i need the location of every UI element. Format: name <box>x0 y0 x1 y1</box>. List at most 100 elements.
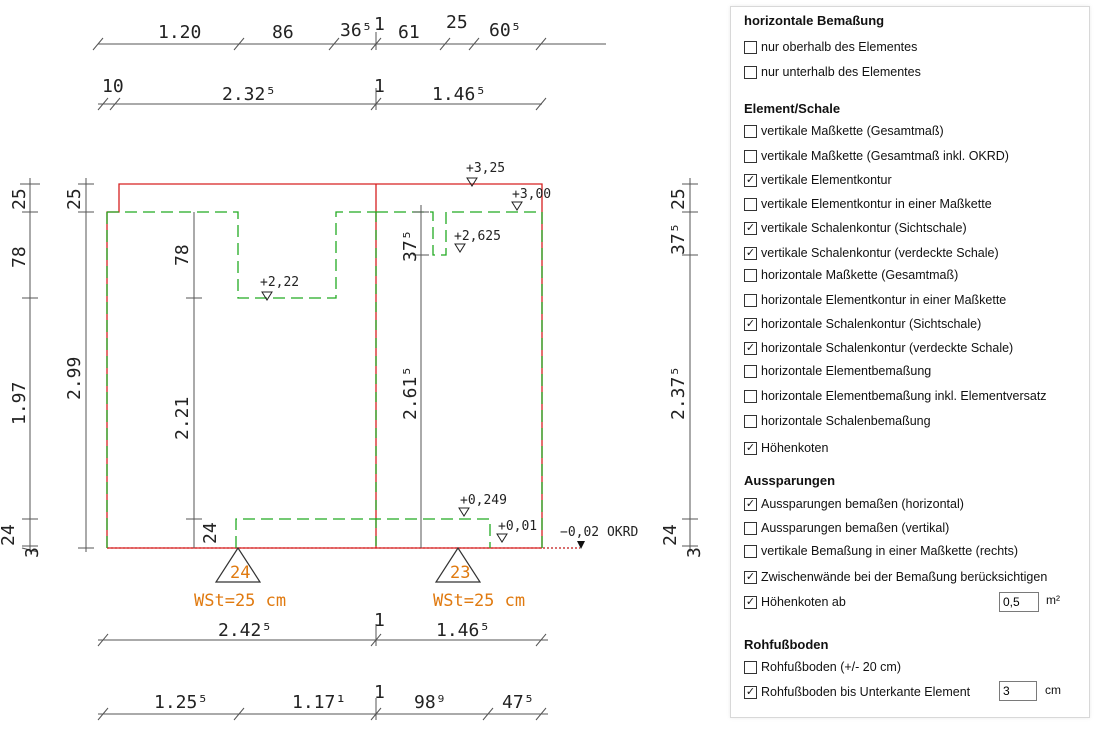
elev-222: +2,22 <box>260 275 299 290</box>
option-nur-unterhalb[interactable]: nur unterhalb des Elementes <box>744 63 921 81</box>
option-label: horizontale Schalenkontur (Sichtschale) <box>761 317 982 331</box>
checkbox-horiz-elementkontur-kette[interactable] <box>744 293 757 307</box>
left-dimension-chain: 25 78 1.97 24 3 <box>0 178 43 558</box>
bottom2-dim-1: 1.25⁵ <box>154 692 208 713</box>
top2-dim-1: 10 <box>102 76 124 97</box>
option-rohfussboden-20[interactable]: Rohfußboden (+/- 20 cm) <box>744 658 901 676</box>
option-vert-bemassung-rechts[interactable]: vertikale Bemaßung in einer Maßkette (re… <box>744 542 1018 560</box>
option-horiz-elementbemassung[interactable]: horizontale Elementbemaßung <box>744 362 931 380</box>
top2-dim-3: 1 <box>374 76 385 97</box>
option-label: vertikale Schalenkontur (Sichtschale) <box>761 221 967 235</box>
checkbox-zwischenwaende[interactable]: ✓ <box>744 570 757 584</box>
inner-left-dim-299: 2.99 <box>64 357 85 400</box>
checkbox-horiz-schalenkontur-sicht[interactable]: ✓ <box>744 317 757 331</box>
checkbox-horiz-elementbemassung[interactable] <box>744 364 757 378</box>
right-dim-375: 37⁵ <box>668 222 689 255</box>
support-left-label: WSt=25 cm <box>194 591 286 611</box>
elev-300: +3,00 <box>512 187 551 202</box>
option-aussparungen-vertikal[interactable]: Aussparungen bemaßen (vertikal) <box>744 519 949 537</box>
top2-dim-2: 2.32⁵ <box>222 84 276 105</box>
checkbox-nur-oberhalb[interactable] <box>744 40 757 54</box>
cad-drawing: 1.20 86 36⁵ 1 61 25 60⁵ 10 2.32⁵ 1 1.46⁵ <box>0 12 705 721</box>
section-title-element-schale: Element/Schale <box>744 101 841 116</box>
left-inner-chain: 25 2.99 <box>64 178 94 552</box>
top-dim-4: 1 <box>374 14 385 35</box>
left-dim-78: 78 <box>9 246 30 268</box>
checkbox-rohfussboden-20[interactable] <box>744 660 757 674</box>
option-aussparungen-horizontal[interactable]: ✓ Aussparungen bemaßen (horizontal) <box>744 495 964 513</box>
left-dim-24: 24 <box>0 524 19 546</box>
option-vert-elementkontur[interactable]: ✓ vertikale Elementkontur <box>744 171 892 189</box>
hoehenkoten-value-field[interactable]: 0,5 <box>999 592 1039 612</box>
section-title-horizontal: horizontale Bemaßung <box>744 13 885 28</box>
top-dimension-chain-2: 10 2.32⁵ 1 1.46⁵ <box>97 76 547 111</box>
checkbox-aussparungen-horizontal[interactable]: ✓ <box>744 497 757 511</box>
option-horiz-elementbemassung-versatz[interactable]: horizontale Elementbemaßung inkl. Elemen… <box>744 387 1047 405</box>
support-right-label: WSt=25 cm <box>433 591 525 611</box>
option-horiz-schalenkontur-sicht[interactable]: ✓ horizontale Schalenkontur (Sichtschale) <box>744 315 981 333</box>
option-label: nur unterhalb des Elementes <box>761 65 921 79</box>
checkbox-vert-schalenkontur-sicht[interactable]: ✓ <box>744 221 757 235</box>
checkbox-vert-schalenkontur-verdeckt[interactable]: ✓ <box>744 246 757 260</box>
checkbox-aussparungen-vertikal[interactable] <box>744 521 757 535</box>
option-zwischenwaende[interactable]: ✓ Zwischenwände bei der Bemaßung berücksi… <box>744 568 1047 586</box>
left-dim-25: 25 <box>9 188 30 210</box>
option-rohfussboden-unterkante[interactable]: ✓Rohfußboden bis Unterkante Element <box>744 683 970 701</box>
right-dim-3: 3 <box>684 547 705 558</box>
option-label: Höhenkoten <box>761 441 829 455</box>
top-dim-3: 36⁵ <box>340 20 373 41</box>
bottom-dimension-chain-2: 1.25⁵ 1.17¹ 1 98⁹ 47⁵ <box>97 682 548 721</box>
checkbox-horiz-schalenbemassung[interactable] <box>744 414 757 428</box>
option-vert-schalenkontur-sicht[interactable]: ✓ vertikale Schalenkontur (Sichtschale) <box>744 219 967 237</box>
option-label: horizontale Schalenbemaßung <box>761 414 931 428</box>
option-vert-masskette-okrd[interactable]: vertikale Maßkette (Gesamtmaß inkl. OKRD… <box>744 147 1009 165</box>
option-horiz-elementkontur-kette[interactable]: horizontale Elementkontur in einer Maßke… <box>744 291 1006 309</box>
option-label: Höhenkoten ab <box>761 595 846 609</box>
option-label: nur oberhalb des Elementes <box>761 40 918 54</box>
support-right-number: 23 <box>450 563 470 583</box>
elevation-labels: +3,25 +3,00 +2,625 +2,22 +0,249 +0,01 <box>260 161 551 534</box>
checkbox-hoehenkoten[interactable]: ✓ <box>744 441 757 455</box>
top-dim-2: 86 <box>272 22 294 43</box>
bottom2-dim-4: 98⁹ <box>414 692 447 713</box>
option-horiz-schalenbemassung[interactable]: horizontale Schalenbemaßung <box>744 412 931 430</box>
top-dim-1: 1.20 <box>158 22 201 43</box>
bottom-dim-1465: 1.46⁵ <box>436 620 490 641</box>
checkbox-horiz-masskette[interactable] <box>744 268 757 282</box>
option-label: Aussparungen bemaßen (horizontal) <box>761 497 964 511</box>
option-vert-masskette[interactable]: vertikale Maßkette (Gesamtmaß) <box>744 122 944 140</box>
option-horiz-schalenkontur-verdeckt[interactable]: ✓horizontale Schalenkontur (verdeckte Sc… <box>744 339 1013 357</box>
option-hoehenkoten-ab[interactable]: ✓ Höhenkoten ab <box>744 593 846 611</box>
inside-dim-24: 24 <box>200 522 221 544</box>
elev-001: +0,01 <box>498 519 537 534</box>
rohfuss-value-field[interactable]: 3 <box>999 681 1037 701</box>
option-label: horizontale Maßkette (Gesamtmaß) <box>761 268 959 282</box>
top-dimension-chain-1: 1.20 86 36⁵ 1 61 25 60⁵ <box>92 12 606 51</box>
right-dimension-chain: 37⁵ 25 2.37⁵ 24 3 <box>660 178 705 558</box>
option-label: Zwischenwände bei der Bemaßung berücksic… <box>761 570 1048 584</box>
left-dim-197: 1.97 <box>9 382 30 425</box>
mid-dim-375: 37⁵ <box>400 229 421 262</box>
option-horiz-masskette[interactable]: horizontale Maßkette (Gesamtmaß) <box>744 266 958 284</box>
top-dim-5: 61 <box>398 22 420 43</box>
checkbox-vert-masskette-okrd[interactable] <box>744 149 757 163</box>
option-label: horizontale Elementbemaßung <box>761 364 932 378</box>
checkbox-horiz-elementbemassung-versatz[interactable] <box>744 389 757 403</box>
checkbox-vert-elementkontur[interactable]: ✓ <box>744 173 757 187</box>
elev-0249: +0,249 <box>460 493 507 508</box>
checkbox-rohfussboden-unterkante[interactable]: ✓ <box>744 685 757 699</box>
checkbox-vert-elementkontur-kette[interactable] <box>744 197 757 211</box>
checkbox-horiz-schalenkontur-verdeckt[interactable]: ✓ <box>744 341 757 355</box>
option-vert-elementkontur-kette[interactable]: vertikale Elementkontur in einer Maßkett… <box>744 195 992 213</box>
inner-left-dim-25: 25 <box>64 188 85 210</box>
top2-dim-4: 1.46⁵ <box>432 84 486 105</box>
option-vert-schalenkontur-verdeckt[interactable]: ✓vertikale Schalenkontur (verdeckte Scha… <box>744 244 999 262</box>
checkbox-hoehenkoten-ab[interactable]: ✓ <box>744 595 757 609</box>
checkbox-nur-unterhalb[interactable] <box>744 65 757 79</box>
bottom-dim-1: 1 <box>374 610 385 631</box>
option-nur-oberhalb[interactable]: nur oberhalb des Elementes <box>744 38 917 56</box>
option-label: vertikale Elementkontur <box>761 173 892 187</box>
option-hoehenkoten[interactable]: ✓ Höhenkoten <box>744 439 828 457</box>
checkbox-vert-masskette[interactable] <box>744 124 757 138</box>
checkbox-vert-bemassung-rechts[interactable] <box>744 544 757 558</box>
